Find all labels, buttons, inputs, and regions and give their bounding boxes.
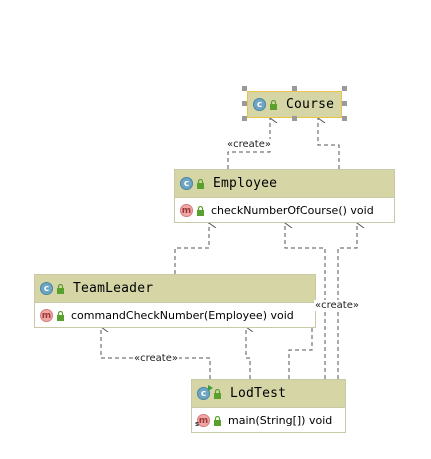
method-signature: checkNumberOfCourse() void xyxy=(211,204,374,217)
lock-icon xyxy=(57,283,64,294)
class-icon: c xyxy=(40,282,53,295)
class-teamleader[interactable]: c TeamLeader m commandCheckNumber(Employ… xyxy=(34,274,316,328)
selection-handle[interactable] xyxy=(292,86,297,91)
method-row[interactable]: m commandCheckNumber(Employee) void xyxy=(35,303,315,328)
class-lodtest-header: c LodTest xyxy=(192,380,345,408)
dependency-lodtest-teamleader-2[interactable] xyxy=(246,327,250,379)
selection-handle[interactable] xyxy=(342,86,347,91)
main-class-icon: c xyxy=(197,385,213,400)
run-marker-icon xyxy=(208,385,213,391)
method-icon: m xyxy=(40,309,53,322)
class-name: Employee xyxy=(213,176,278,191)
dependency-lodtest-employee-2[interactable] xyxy=(337,223,357,379)
lock-icon xyxy=(57,310,64,321)
class-icon: c xyxy=(253,98,266,111)
relation-label-lodtest-teamleader: «create» xyxy=(133,353,179,364)
selection-handle[interactable] xyxy=(242,101,247,106)
dependency-employee-course[interactable] xyxy=(227,118,270,169)
dependency-lodtest-employee-3[interactable] xyxy=(288,323,313,379)
selection-handle[interactable] xyxy=(342,116,347,121)
relation-label-lodtest-employee: «create» xyxy=(314,300,360,311)
class-name: TeamLeader xyxy=(73,281,154,296)
selection-handle[interactable] xyxy=(242,86,247,91)
lock-icon xyxy=(197,178,204,189)
class-employee[interactable]: c Employee m checkNumberOfCourse() void xyxy=(174,169,395,223)
selection-handle[interactable] xyxy=(342,101,347,106)
lock-icon xyxy=(270,99,277,110)
lock-icon xyxy=(214,415,221,426)
lock-icon xyxy=(197,205,204,216)
class-name: Course xyxy=(286,97,335,112)
selection-handle[interactable] xyxy=(292,116,297,121)
dependency-teamleader-employee[interactable] xyxy=(174,223,209,274)
method-row[interactable]: m checkNumberOfCourse() void xyxy=(175,198,394,223)
class-course-header: c Course xyxy=(248,92,341,117)
dependency-employee-course-2[interactable] xyxy=(318,118,340,169)
method-signature: main(String[]) void xyxy=(228,414,333,427)
class-name: LodTest xyxy=(230,386,287,401)
method-icon: m xyxy=(180,204,193,217)
class-icon: c xyxy=(180,177,193,190)
dependency-lodtest-employee[interactable] xyxy=(285,223,326,379)
dependency-lodtest-teamleader[interactable] xyxy=(101,327,211,379)
method-signature: commandCheckNumber(Employee) void xyxy=(71,309,294,322)
class-teamleader-header: c TeamLeader xyxy=(35,275,315,303)
selection-handle[interactable] xyxy=(242,116,247,121)
class-course[interactable]: c Course xyxy=(247,91,342,118)
lock-icon xyxy=(214,388,221,399)
class-employee-header: c Employee xyxy=(175,170,394,198)
relation-label-employee-course: «create» xyxy=(226,139,272,150)
static-marker-icon: s xyxy=(195,420,200,428)
